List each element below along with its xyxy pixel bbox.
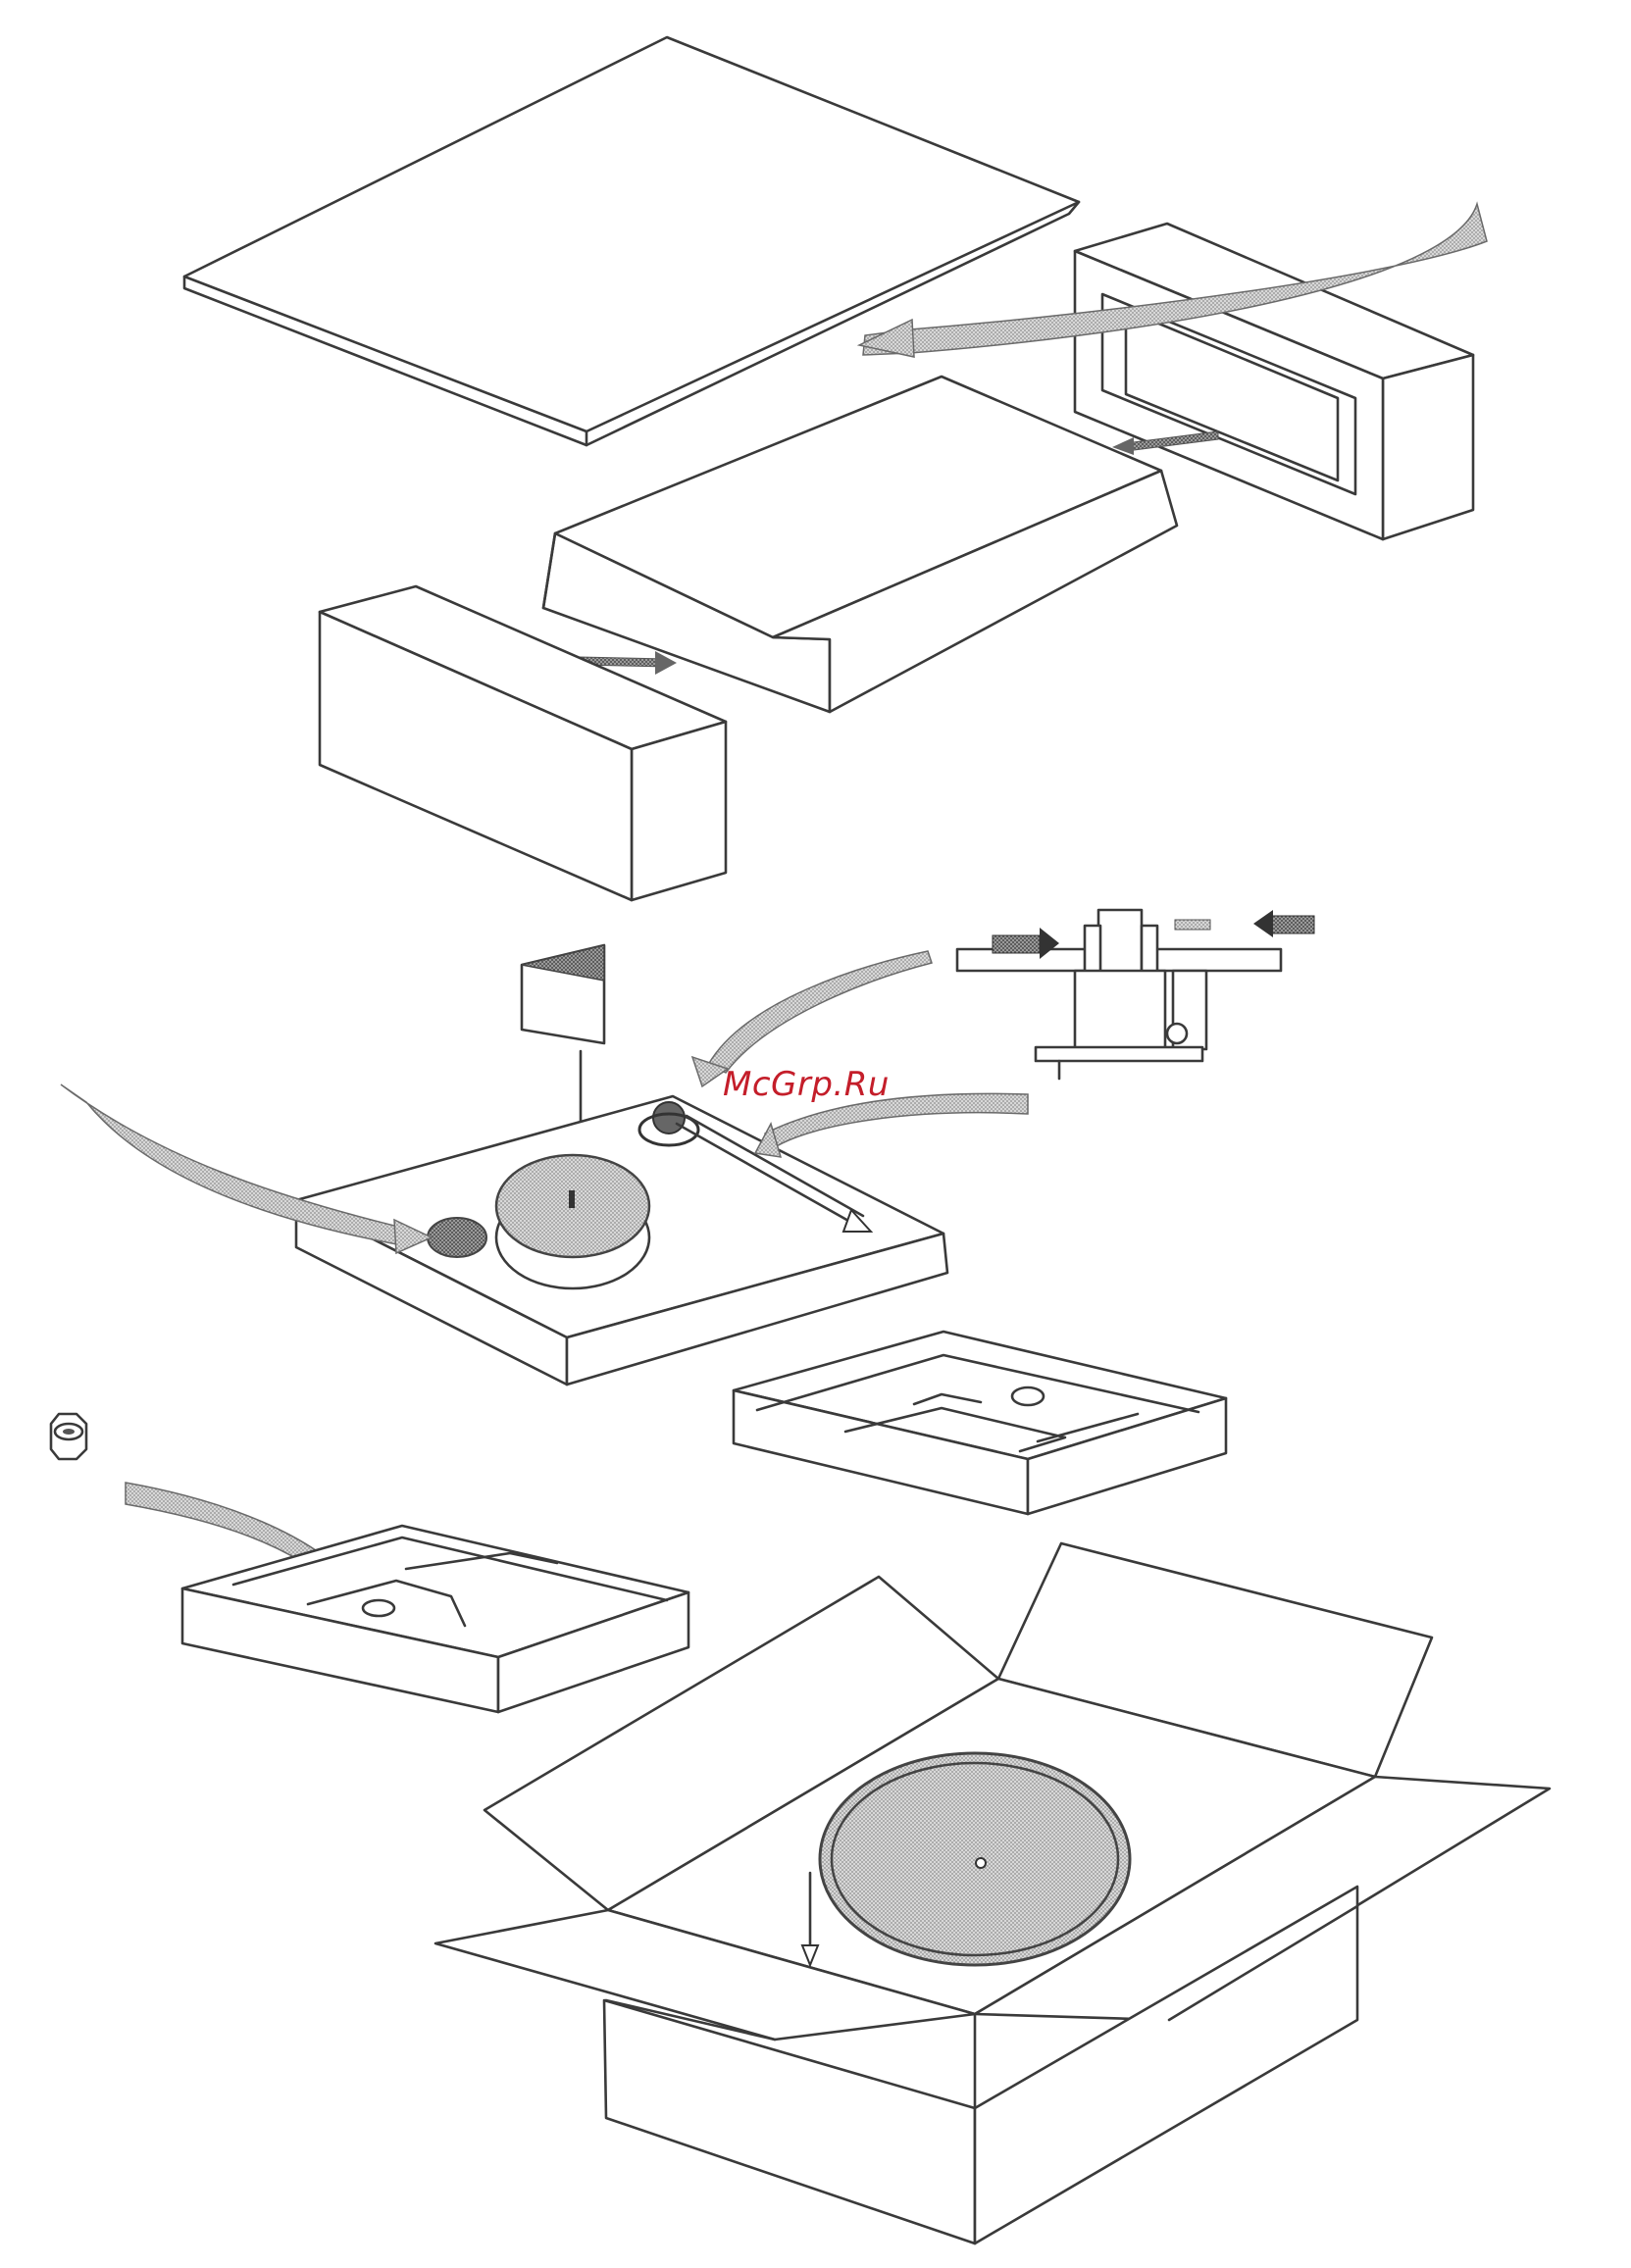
small-nut <box>51 1414 86 1459</box>
cone-cap <box>522 945 604 1147</box>
arrow-left-plinth <box>61 1084 432 1253</box>
foam-tray-left <box>182 1526 688 1712</box>
watermark-text: McGrp.Ru <box>723 1065 890 1104</box>
foam-tray-right <box>734 1332 1226 1514</box>
tonearm-assembly <box>957 910 1314 1079</box>
